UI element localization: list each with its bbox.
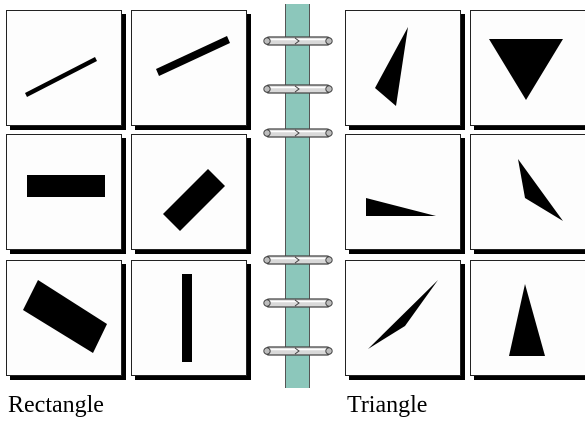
rectangle-card-6 (131, 260, 247, 376)
triangle-shape-6 (509, 284, 545, 356)
triangle-card-5 (345, 260, 461, 376)
binder-ring (262, 253, 334, 267)
triangle-card-3 (345, 134, 461, 250)
triangle-card-2 (470, 10, 585, 126)
binder-ring (262, 126, 334, 140)
rectangle-card-3 (6, 134, 122, 250)
triangle-shape-4 (518, 159, 563, 221)
binder-ring (262, 82, 334, 96)
rectangle-shape-6 (182, 274, 192, 362)
triangle-shape-2 (489, 39, 563, 100)
binder-ring (262, 344, 334, 358)
triangle-card-1 (345, 10, 461, 126)
triangle-card-4 (470, 134, 585, 250)
triangle-shape-5 (368, 280, 438, 349)
rectangle-card-5 (6, 260, 122, 376)
rectangle-card-2 (131, 10, 247, 126)
triangle-shape-3 (366, 198, 436, 216)
binder-spine (285, 4, 310, 388)
rectangle-shape-4 (163, 169, 225, 231)
binder-ring (262, 34, 334, 48)
rectangle-card-1 (6, 10, 122, 126)
rectangle-shape-1 (25, 57, 97, 97)
rectangle-shape-5 (23, 280, 107, 353)
rectangle-caption: Rectangle (8, 392, 104, 418)
triangle-card-6 (470, 260, 585, 376)
triangle-caption: Triangle (347, 392, 428, 418)
binder-ring (262, 296, 334, 310)
rectangle-shape-3 (27, 175, 105, 197)
rectangle-card-4 (131, 134, 247, 250)
triangle-shape-1 (375, 27, 408, 106)
rectangle-shape-2 (156, 36, 230, 76)
